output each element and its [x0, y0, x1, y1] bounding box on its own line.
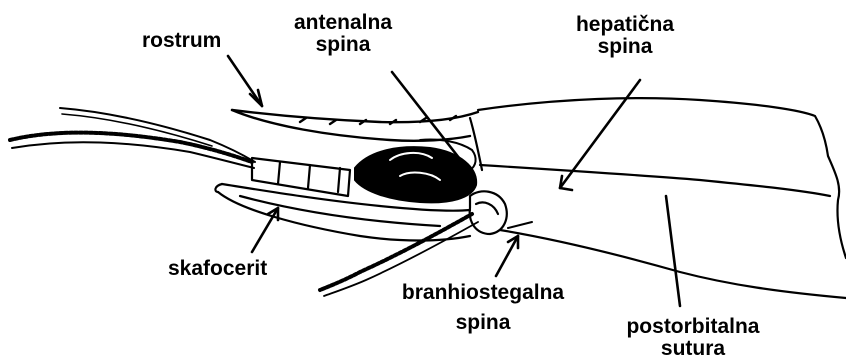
label-skafocerit: skafocerit: [168, 258, 267, 280]
label-rostrum: rostrum: [142, 30, 221, 52]
label-branhiostegalna-spina: branhiostegalna spina: [378, 282, 588, 334]
label-hepaticna-spina: hepatična spina: [560, 14, 690, 58]
label-antenalna-spina: antenalna spina: [278, 12, 408, 56]
label-postorbitalna-line2: sutura: [598, 338, 788, 360]
label-hepaticna-line2: spina: [560, 36, 690, 58]
arrow-postorbitalna: [666, 196, 680, 306]
label-branhiostegalna-line1: branhiostegalna: [378, 282, 588, 304]
carapace-outline: [470, 98, 846, 298]
arrow-rostrum: [228, 56, 262, 106]
label-postorbitalna-sutura: postorbitalna sutura: [598, 316, 788, 360]
label-hepaticna-line1: hepatična: [560, 14, 690, 36]
antenna-flagellum: [10, 108, 255, 168]
eye-region: [355, 139, 476, 202]
basal-segment: [470, 191, 507, 234]
branchiostegal-spine-mark: [508, 222, 532, 228]
label-antenalna-line1: antenalna: [278, 12, 408, 34]
label-postorbitalna-line1: postorbitalna: [598, 316, 788, 338]
label-branhiostegalna-line2: spina: [378, 312, 588, 334]
label-antenalna-line2: spina: [278, 34, 408, 56]
label-rostrum-text: rostrum: [142, 30, 221, 52]
label-skafocerit-text: skafocerit: [168, 258, 267, 280]
